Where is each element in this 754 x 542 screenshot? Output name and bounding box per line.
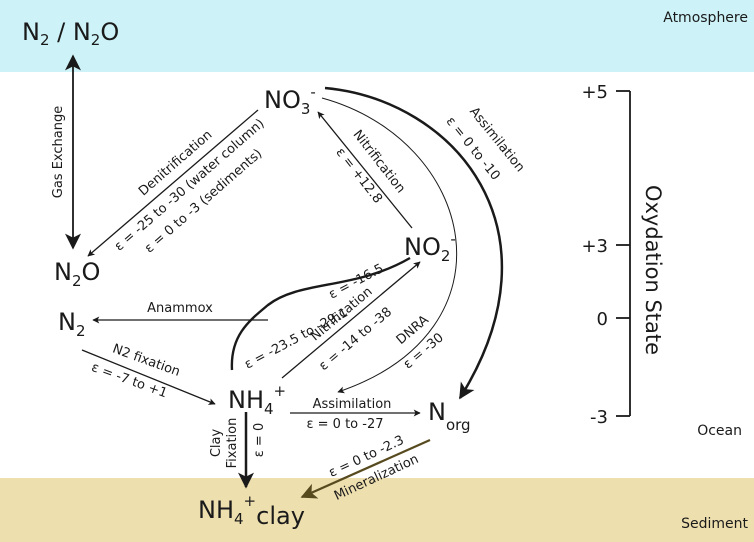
sediment-label: Sediment [681,516,748,532]
atmosphere-label: Atmosphere [663,10,748,26]
assimilation-no3-arrow [324,86,503,400]
ocean-label: Ocean [697,423,742,439]
species-n2o: N2O [54,258,100,290]
anammox-curve [230,256,411,371]
n2-fixation-arrow [81,349,216,405]
species-no2: NO2- [404,230,456,265]
assimilation-nh4-label: Assimilation [313,397,392,412]
species-norg: Norg [428,398,471,434]
sediment-band [0,478,754,542]
oxidation-tick-label: +5 [581,82,608,103]
species-no3: NO3- [264,83,316,118]
atmosphere-band [0,0,754,72]
denitrification-eps-water: ε = -25 to -30 (water column) [112,116,268,254]
species-n2: N2 [58,308,86,340]
dnra-arrow [321,97,458,394]
species-nh4: NH4+ [228,382,286,418]
gas-exchange-label: Gas Exchange [51,106,66,198]
clay-fixation-label-2: Fixation [225,418,240,469]
species-nh4-clay: NH4+clay [198,492,305,530]
oxidation-tick-label: -3 [590,407,608,428]
clay-fixation-label-1: Clay [209,429,224,458]
nitrification-no2-no3-arrow [317,111,413,229]
oxidation-state-scale: +5 +3 0 -3 Oxydation State [581,82,665,428]
denitrification-arrow [87,109,259,257]
mineralization-arrow [300,438,431,499]
clay-fixation-eps: ε = 0 [252,423,267,457]
assimilation-nh4-eps: ε = 0 to -27 [306,417,383,432]
anammox-label: Anammox [147,301,213,316]
oxidation-tick-label: 0 [597,309,608,330]
nitrification-nh4-no2-arrow [281,261,421,379]
oxidation-scale-title: Oxydation State [641,185,665,355]
species-n2-n2o: N2 / N2O [22,18,119,49]
oxidation-tick-label: +3 [581,236,608,257]
